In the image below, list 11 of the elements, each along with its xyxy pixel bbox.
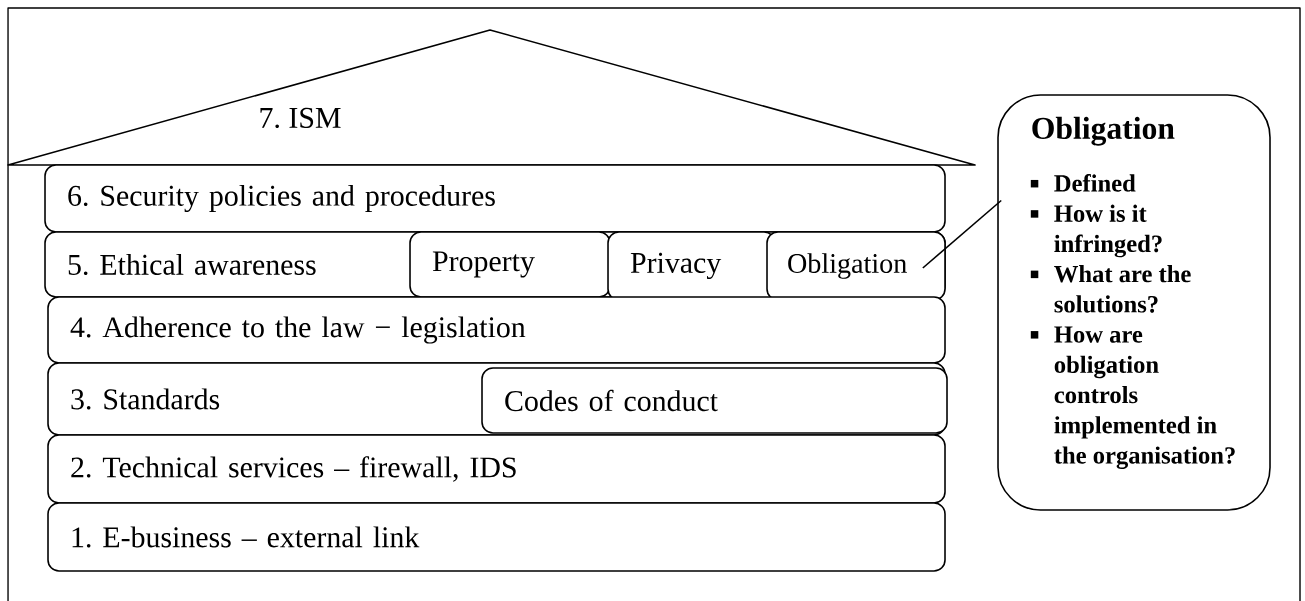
layer-band: 6. Security policies and procedures	[44, 164, 946, 233]
callout-box: Obligation Defined How is it infringed? What are the solutions? How are obligation controls implemented in the organisation?	[997, 94, 1271, 511]
topic-box: Codes of conduct	[481, 367, 948, 434]
topic-box: Property	[409, 231, 611, 298]
layer-band: 1. E-business – external link	[47, 502, 946, 572]
roof-triangle: 7. ISM	[7, 29, 976, 166]
topic-box: Obligation	[766, 231, 946, 301]
layer-band: 4. Adherence to the law − legislation	[47, 296, 946, 364]
leader-line	[922, 199, 1002, 269]
topic-box: Privacy	[607, 231, 776, 301]
layer-band: 2. Technical services – firewall, IDS	[47, 434, 946, 504]
